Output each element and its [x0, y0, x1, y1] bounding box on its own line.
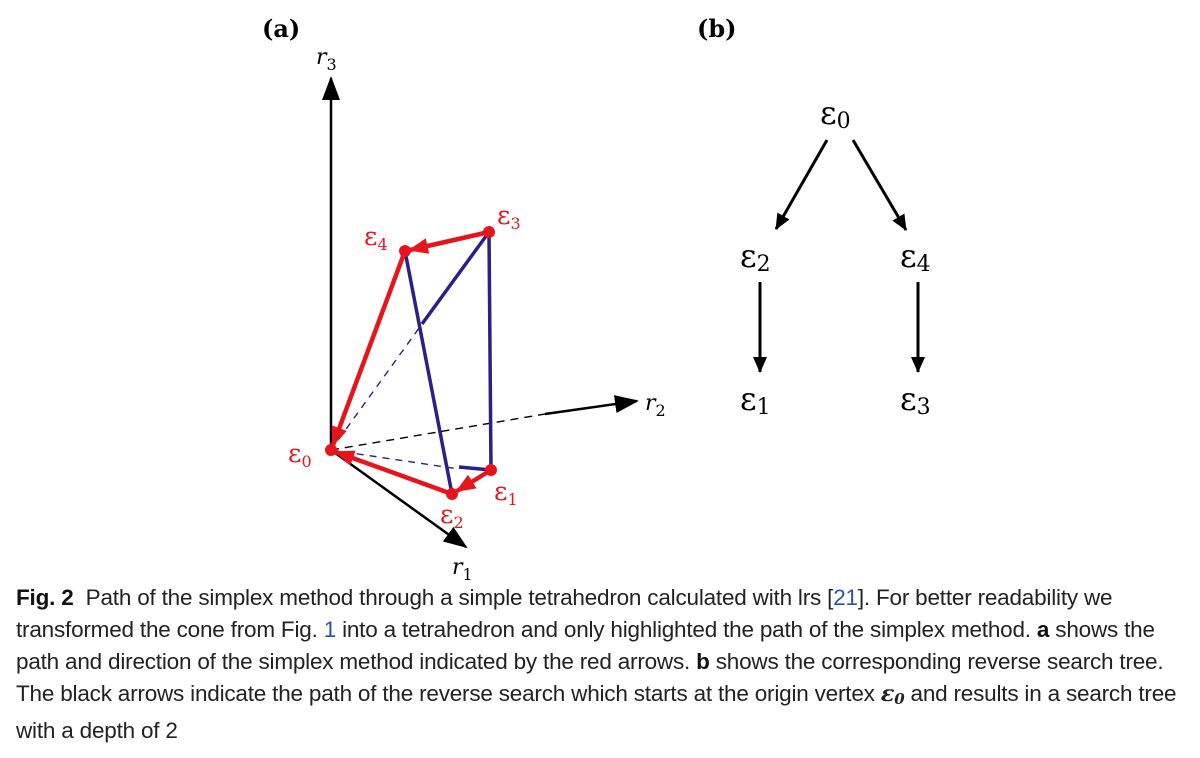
- caption-b-label: b: [696, 649, 710, 674]
- vertex-label-e0: ε0: [288, 439, 312, 471]
- tree-node-e4: ε4: [900, 237, 931, 277]
- vertex-e3: [483, 226, 495, 238]
- caption-text-1: Path of the simplex method through a sim…: [85, 585, 834, 610]
- path-e0-e2: [334, 449, 453, 497]
- figure-caption: Fig. 2 Path of the simplex method throug…: [16, 582, 1188, 747]
- axis-label-r3: r3: [316, 45, 337, 74]
- axis-r2: [544, 395, 639, 416]
- caption-text-2: ]. For better readability we transformed…: [16, 585, 1113, 642]
- axis-label-r1: r1: [452, 555, 473, 580]
- panel-b-label: (b): [697, 14, 737, 43]
- vertex-e4: [399, 245, 411, 257]
- caption-epsilon: ε0: [880, 681, 905, 708]
- tree-node-e3: ε3: [900, 380, 931, 420]
- caption-text-5: shows the corresponding reverse search t…: [16, 649, 1164, 706]
- caption-text-6: and results in a search tree with a dept…: [16, 681, 1177, 743]
- edge-e3-partial: [420, 230, 491, 326]
- tree-node-e0: ε0: [820, 94, 851, 134]
- vertex-label-e3: ε3: [497, 201, 521, 233]
- edge-e3-e1: [487, 231, 493, 471]
- tree-edge-e0-e4: [851, 139, 908, 231]
- vertex-e1: [485, 464, 497, 476]
- path-e3-e4: [408, 229, 490, 254]
- edge-e4-e2: [403, 250, 454, 495]
- axis-r1: [330, 448, 468, 549]
- tree-node-e1: ε1: [740, 380, 771, 420]
- panel-a-diagram: r3 r1 r2 ε0 ε1 ε2 ε3 ε4: [288, 45, 666, 580]
- caption-a-label: a: [1036, 617, 1050, 642]
- panel-b-tree: ε0 ε2 ε4 ε1 ε3: [740, 94, 931, 420]
- vertex-label-e1: ε1: [494, 477, 518, 509]
- vertex-e0: [325, 444, 337, 456]
- caption-ref-21[interactable]: 21: [833, 585, 858, 610]
- path-e1-e2: [455, 468, 493, 493]
- tree-edge-e0-e2: [774, 139, 829, 230]
- vertex-label-e2: ε2: [440, 500, 464, 532]
- vertex-label-e4: ε4: [364, 222, 388, 254]
- edge-e0-e3-hidden: [330, 323, 423, 451]
- path-e4-e0: [330, 250, 408, 447]
- caption-text-3: into a tetrahedron and only highlighted …: [336, 617, 1037, 642]
- caption-ref-fig1[interactable]: 1: [323, 617, 337, 642]
- caption-fig-label: Fig. 2: [16, 585, 74, 610]
- caption-text-4: shows the path and direction of the simp…: [16, 617, 1155, 674]
- axis-label-r2: r2: [645, 391, 666, 420]
- tree-node-e2: ε2: [740, 237, 771, 277]
- figure: (a) (b) r3 r1 r2 ε0 ε1 ε2 ε: [262, 14, 931, 580]
- vertex-e2: [446, 488, 458, 500]
- edge-e0-e1-hidden: [330, 449, 460, 470]
- panel-a-label: (a): [262, 14, 300, 43]
